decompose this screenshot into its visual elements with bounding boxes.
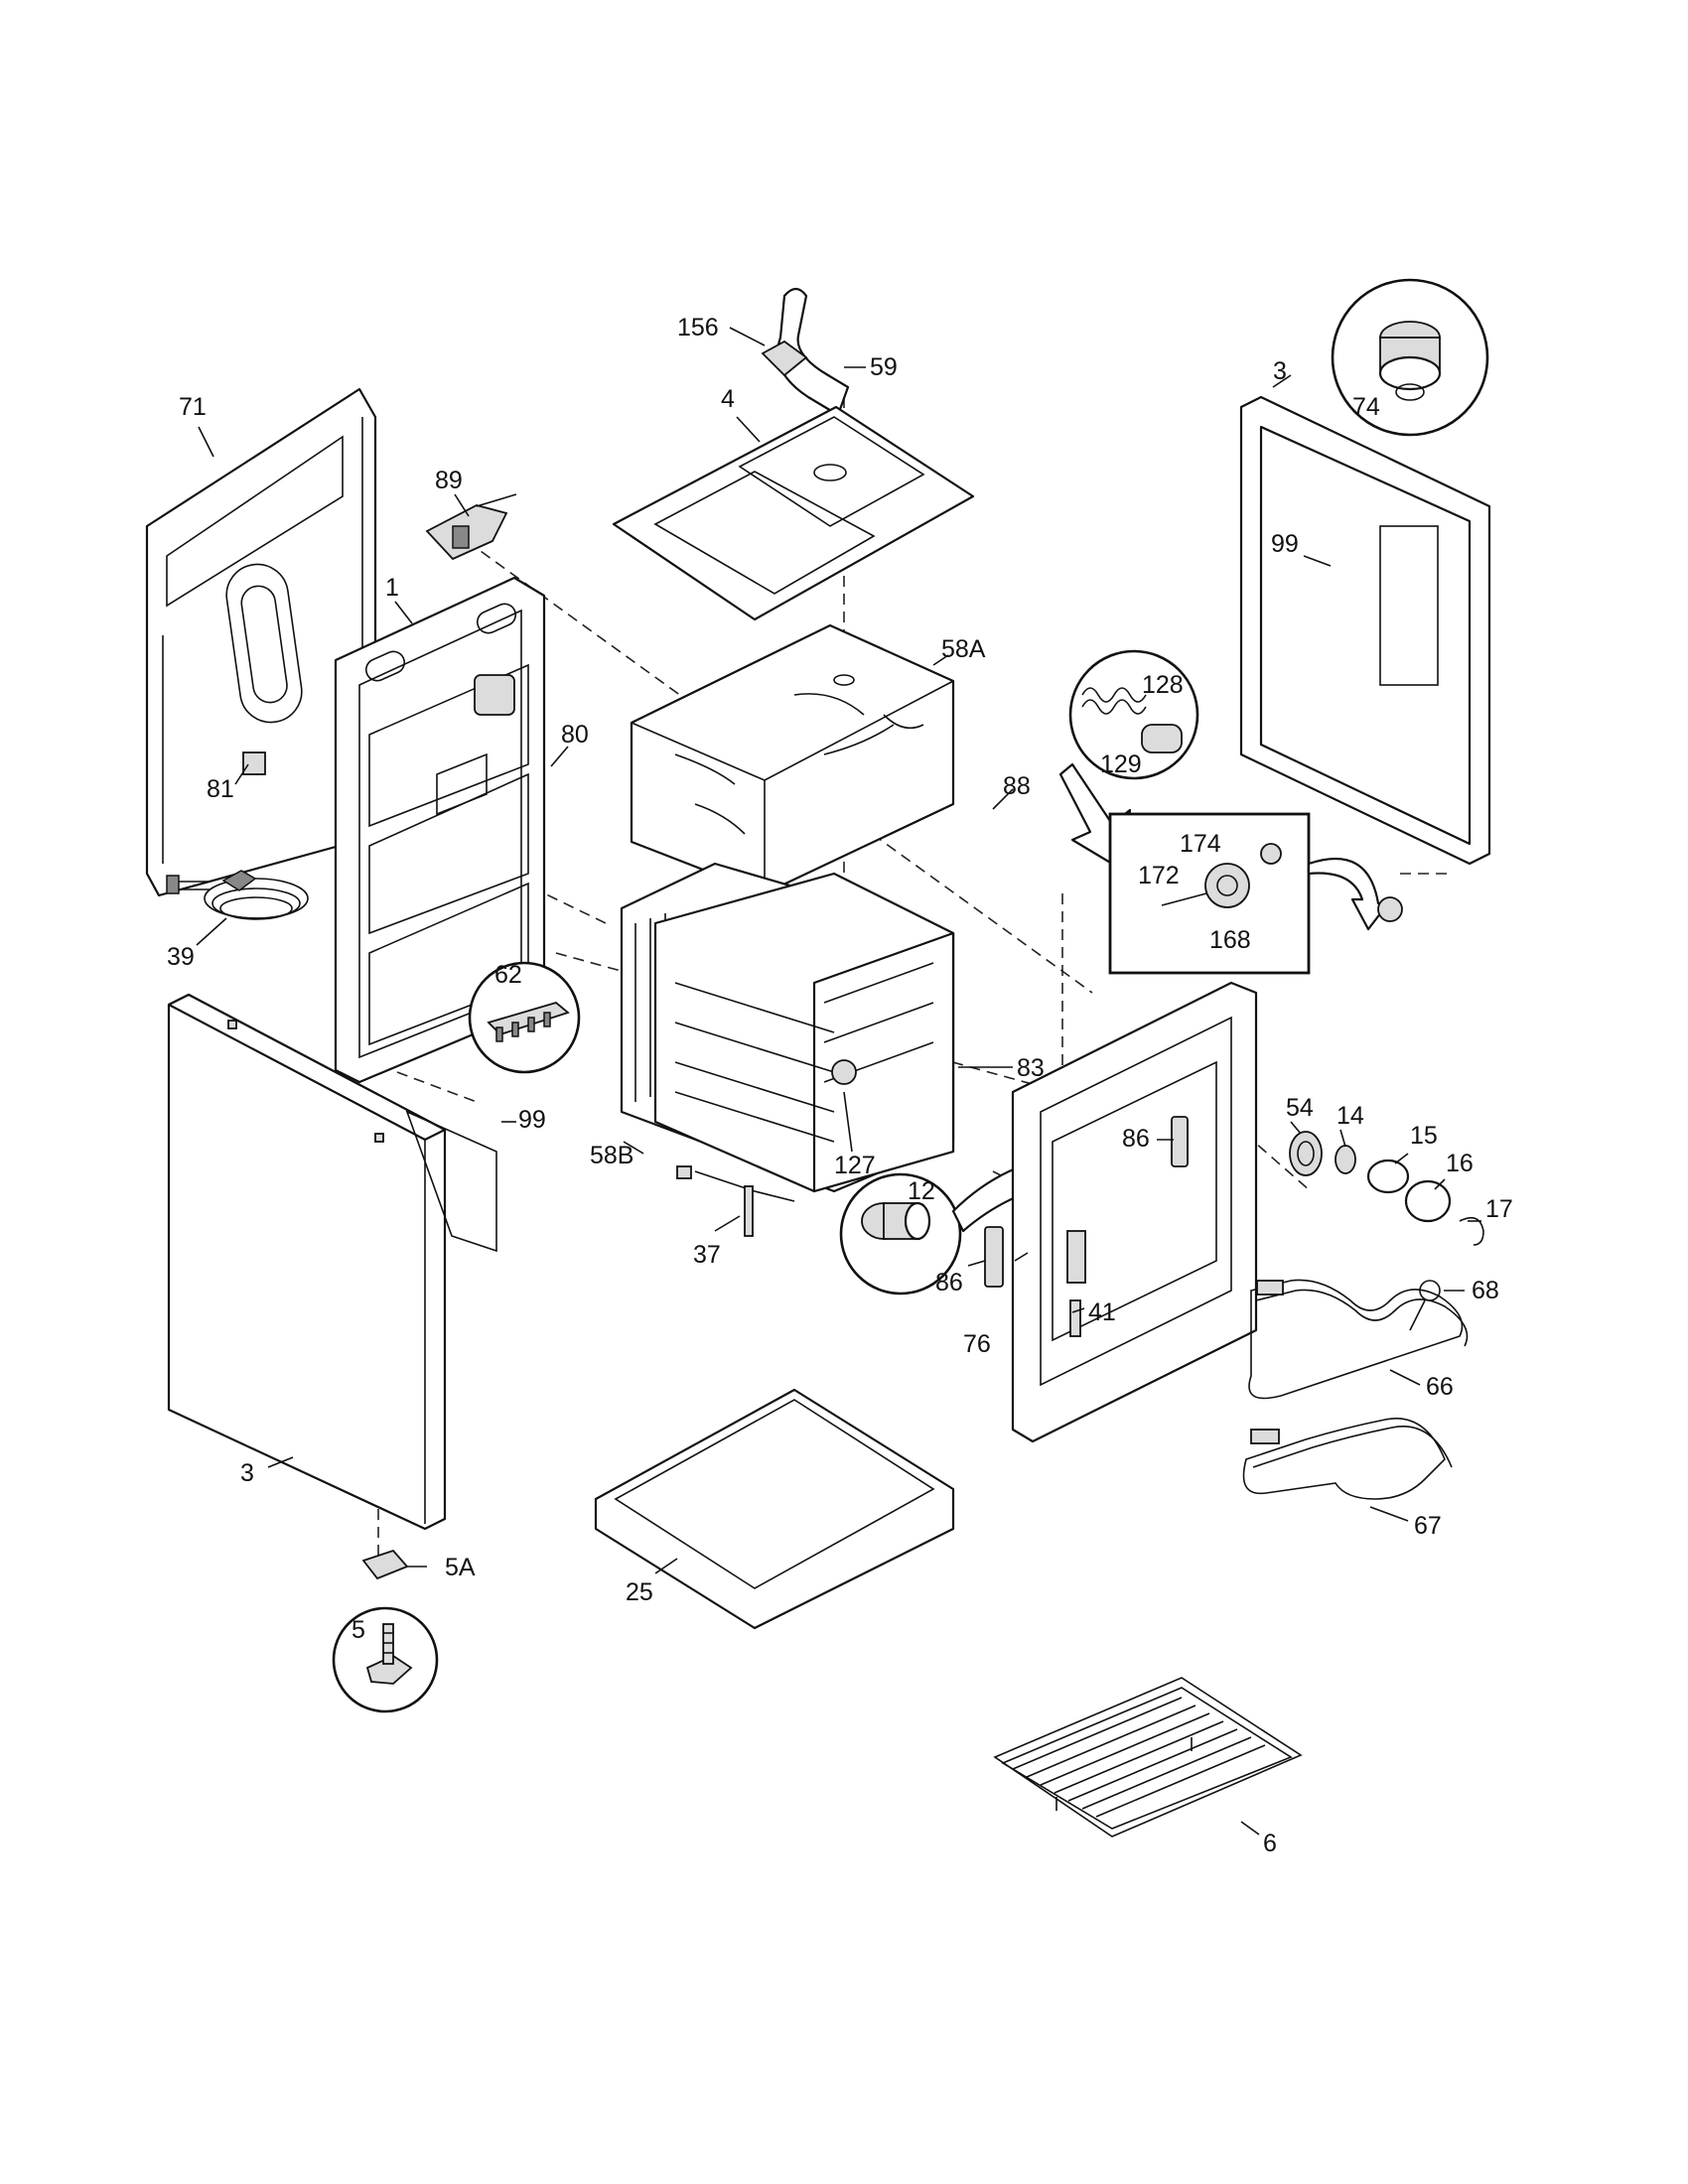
callout-80: 80 [561, 721, 589, 749]
vent-tube [761, 287, 850, 417]
callout-76: 76 [963, 1330, 991, 1358]
callout-12: 12 [908, 1177, 935, 1205]
callout-81: 81 [207, 775, 234, 803]
hinge-bracket [425, 493, 517, 561]
callout-83: 83 [1017, 1054, 1045, 1082]
callout-5A: 5A [445, 1554, 476, 1581]
callout-68: 68 [1472, 1277, 1499, 1304]
callout-156: 156 [677, 314, 719, 341]
leveler-detail-circle [332, 1606, 439, 1713]
callout-39: 39 [167, 943, 195, 971]
callout-4: 4 [721, 385, 735, 413]
oven-rack [993, 1677, 1303, 1838]
callout-41: 41 [1088, 1298, 1116, 1326]
callout-58B: 58B [590, 1142, 633, 1169]
callout-89: 89 [435, 467, 463, 494]
callout-129: 129 [1100, 751, 1142, 778]
knob-detail [1331, 278, 1489, 437]
callout-37: 37 [693, 1241, 721, 1269]
top-oven-cover [612, 405, 975, 621]
power-cord [166, 870, 309, 920]
callout-59: 59 [870, 353, 898, 381]
callout-5: 5 [352, 1616, 365, 1644]
callout-17: 17 [1485, 1195, 1513, 1223]
callout-172: 172 [1138, 862, 1180, 889]
leveler-bracket [361, 1549, 409, 1580]
callout-127: 127 [834, 1152, 876, 1179]
callout-99-left: 99 [518, 1106, 546, 1134]
terminal-block-detail [468, 961, 581, 1074]
bottom-panel [594, 1388, 955, 1630]
broil-element [1248, 1279, 1469, 1400]
light-assembly [1289, 1131, 1484, 1246]
callout-88: 88 [1003, 772, 1031, 800]
pulley-detail-box [1108, 812, 1403, 975]
back-panel [145, 387, 377, 897]
bake-element [1242, 1418, 1453, 1500]
callout-1: 1 [385, 574, 399, 602]
upper-insulation [630, 623, 955, 895]
temperature-sensor [676, 1165, 795, 1237]
callout-168: 168 [1209, 926, 1251, 954]
hinge-receptacle-upper [1171, 1116, 1189, 1167]
oven-cavity [653, 872, 955, 1193]
callout-71: 71 [179, 393, 207, 421]
callout-3-left: 3 [240, 1459, 254, 1487]
callout-174: 174 [1180, 830, 1221, 858]
callout-3-right: 3 [1273, 357, 1287, 385]
hinge-receptacle-lower [984, 1226, 1004, 1288]
callout-labels: 71 89 1 80 81 39 62 99 3 5A 5 156 59 4 5… [167, 314, 1513, 1857]
element-bracket [1409, 1280, 1441, 1331]
right-outer-side-panel [1239, 395, 1491, 866]
front-frame [1011, 981, 1258, 1443]
left-side-panel [334, 576, 546, 1084]
callout-14: 14 [1336, 1102, 1364, 1130]
callout-74: 74 [1352, 393, 1380, 421]
callout-67: 67 [1414, 1512, 1442, 1540]
callout-62: 62 [494, 961, 522, 989]
callout-86-upper: 86 [1122, 1125, 1150, 1153]
callout-86-lower: 86 [935, 1269, 963, 1297]
callout-54: 54 [1286, 1094, 1314, 1122]
callout-99-right: 99 [1271, 530, 1299, 558]
callout-128: 128 [1142, 671, 1184, 699]
callout-66: 66 [1426, 1373, 1454, 1401]
callout-25: 25 [626, 1578, 653, 1606]
callout-6: 6 [1263, 1830, 1277, 1857]
callout-15: 15 [1410, 1122, 1438, 1150]
callout-58A: 58A [941, 635, 986, 663]
callout-16: 16 [1446, 1150, 1474, 1177]
leader-lines [196, 327, 1481, 1836]
left-outer-side-panel [167, 993, 497, 1531]
